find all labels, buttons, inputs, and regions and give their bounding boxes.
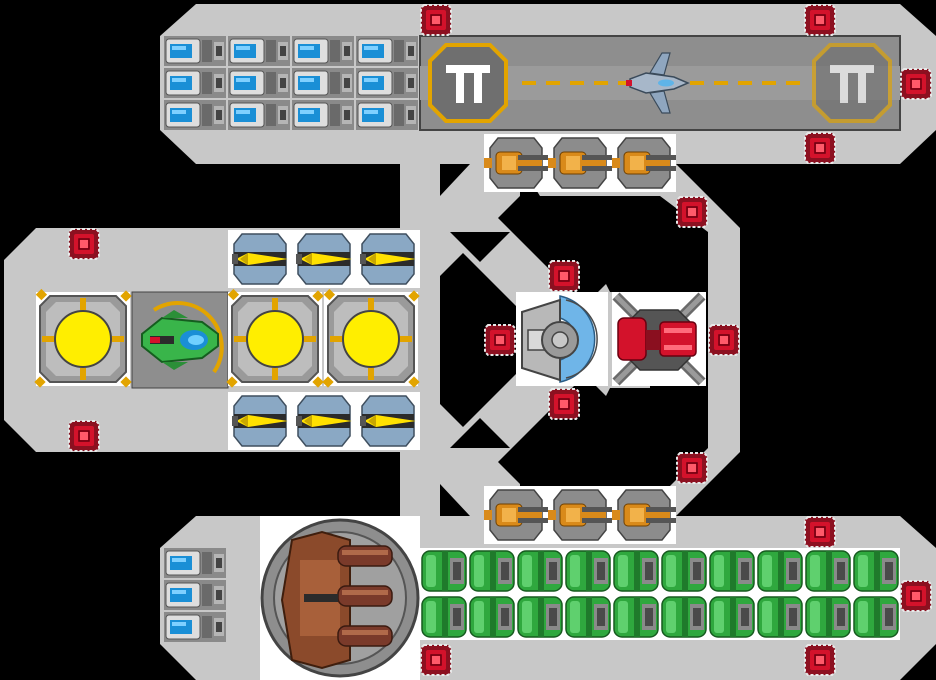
engine-cell-icon[interactable] bbox=[419, 593, 469, 641]
red-armor-node-icon[interactable] bbox=[804, 4, 836, 36]
missile-icon[interactable] bbox=[355, 391, 421, 451]
red-armor-node-icon[interactable] bbox=[804, 644, 836, 676]
fighter-bay[interactable] bbox=[131, 291, 229, 389]
reactor-icon[interactable] bbox=[225, 287, 325, 389]
battery-icon[interactable] bbox=[163, 35, 227, 67]
engine-cell-icon[interactable] bbox=[755, 593, 805, 641]
red-armor-node-icon[interactable] bbox=[68, 420, 100, 452]
engine-cell-icon[interactable] bbox=[563, 593, 613, 641]
engine-cell-icon[interactable] bbox=[563, 547, 613, 595]
missile-row-bottom[interactable] bbox=[227, 391, 421, 451]
red-armor-node-icon[interactable] bbox=[484, 324, 516, 356]
battery-icon[interactable] bbox=[163, 67, 227, 99]
missile-icon[interactable] bbox=[291, 229, 357, 289]
red-armor-node-icon[interactable] bbox=[900, 68, 932, 100]
landing-pad-icon[interactable] bbox=[428, 43, 508, 123]
engine-cell-icon[interactable] bbox=[467, 593, 517, 641]
autocannon-icon[interactable] bbox=[547, 485, 613, 545]
hangar-runway[interactable] bbox=[419, 35, 901, 131]
battery-icon[interactable] bbox=[355, 35, 419, 67]
red-armor-node-icon[interactable] bbox=[676, 452, 708, 484]
engine-cell-icon[interactable] bbox=[611, 593, 661, 641]
hull-void-4 bbox=[580, 388, 700, 448]
engine-cell-icon[interactable] bbox=[419, 547, 469, 595]
missile-icon[interactable] bbox=[291, 391, 357, 451]
engine-bank[interactable] bbox=[419, 547, 901, 641]
reactor-row[interactable] bbox=[33, 287, 421, 389]
battery-icon[interactable] bbox=[227, 35, 291, 67]
red-armor-node-icon[interactable] bbox=[708, 324, 740, 356]
red-armor-node-icon[interactable] bbox=[804, 132, 836, 164]
hull-void-5 bbox=[440, 292, 500, 390]
missile-row-top[interactable] bbox=[227, 229, 421, 289]
engine-cell-icon[interactable] bbox=[659, 547, 709, 595]
interceptor-ship-icon[interactable] bbox=[626, 52, 690, 114]
engine-cell-icon[interactable] bbox=[707, 593, 757, 641]
autocannon-icon[interactable] bbox=[611, 485, 677, 545]
missile-icon[interactable] bbox=[227, 229, 293, 289]
battery-icon[interactable] bbox=[227, 99, 291, 131]
reactor-icon[interactable] bbox=[33, 287, 133, 389]
engine-cell-icon[interactable] bbox=[851, 547, 901, 595]
landing-pad-icon[interactable] bbox=[812, 43, 892, 123]
hull-void-3 bbox=[580, 232, 700, 292]
red-armor-node-icon[interactable] bbox=[420, 644, 452, 676]
engine-cell-icon[interactable] bbox=[611, 547, 661, 595]
red-armor-node-icon[interactable] bbox=[68, 228, 100, 260]
battery-icon[interactable] bbox=[355, 99, 419, 131]
battery-icon[interactable] bbox=[291, 67, 355, 99]
missile-icon[interactable] bbox=[227, 391, 293, 451]
runway-centerline bbox=[522, 81, 800, 85]
red-armor-node-icon[interactable] bbox=[900, 580, 932, 612]
engine-cell-icon[interactable] bbox=[707, 547, 757, 595]
battery-icon[interactable] bbox=[291, 99, 355, 131]
battery-icon[interactable] bbox=[163, 579, 227, 611]
autocannon-icon[interactable] bbox=[483, 133, 549, 193]
engine-cell-icon[interactable] bbox=[515, 547, 565, 595]
red-armor-node-icon[interactable] bbox=[420, 4, 452, 36]
red-armor-node-icon[interactable] bbox=[804, 516, 836, 548]
laser-turret-icon[interactable] bbox=[612, 292, 706, 386]
battery-icon[interactable] bbox=[291, 35, 355, 67]
engine-cell-icon[interactable] bbox=[851, 593, 901, 641]
red-armor-node-icon[interactable] bbox=[548, 388, 580, 420]
engine-cell-icon[interactable] bbox=[803, 547, 853, 595]
missile-icon[interactable] bbox=[355, 229, 421, 289]
engine-cell-icon[interactable] bbox=[755, 547, 805, 595]
autocannon-icon[interactable] bbox=[611, 133, 677, 193]
heavy-cannon-icon[interactable] bbox=[260, 516, 420, 680]
red-armor-node-icon[interactable] bbox=[676, 196, 708, 228]
engine-cell-icon[interactable] bbox=[515, 593, 565, 641]
autocannon-row-top[interactable] bbox=[483, 133, 677, 193]
battery-icon[interactable] bbox=[163, 547, 227, 579]
battery-icon[interactable] bbox=[163, 99, 227, 131]
reactor-icon[interactable] bbox=[321, 287, 421, 389]
battery-icon[interactable] bbox=[163, 611, 227, 643]
battery-icon[interactable] bbox=[355, 67, 419, 99]
engine-cell-icon[interactable] bbox=[467, 547, 517, 595]
engine-cell-icon[interactable] bbox=[659, 593, 709, 641]
shield-generator-icon[interactable] bbox=[516, 292, 608, 386]
autocannon-row-bottom[interactable] bbox=[483, 485, 677, 545]
battery-icon[interactable] bbox=[227, 67, 291, 99]
battery-bank-bottom[interactable] bbox=[163, 547, 227, 643]
red-armor-node-icon[interactable] bbox=[548, 260, 580, 292]
hull-void-2 bbox=[450, 418, 510, 448]
hull-void-1 bbox=[450, 232, 510, 262]
engine-cell-icon[interactable] bbox=[803, 593, 853, 641]
autocannon-icon[interactable] bbox=[547, 133, 613, 193]
autocannon-icon[interactable] bbox=[483, 485, 549, 545]
fighter-ship-icon[interactable] bbox=[141, 310, 219, 370]
